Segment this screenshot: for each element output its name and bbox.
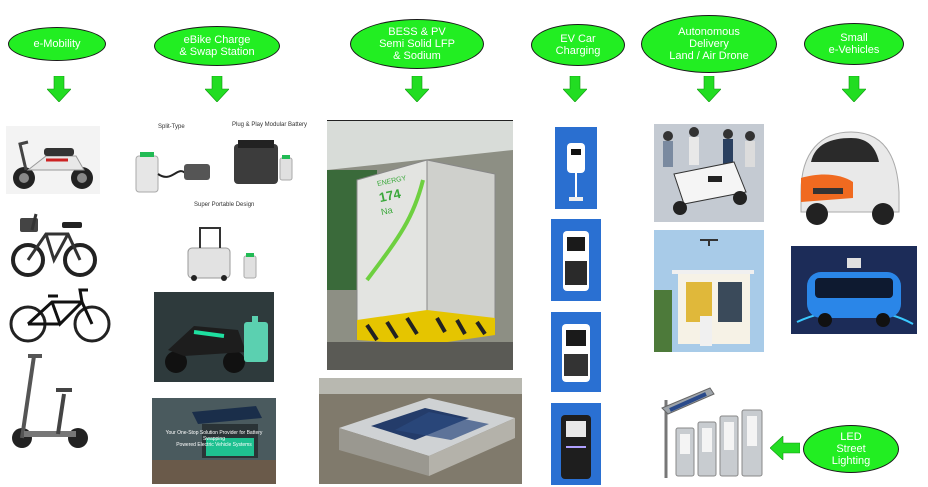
bicycle-image <box>8 284 112 344</box>
ev-charger-image-4 <box>551 403 601 485</box>
led-street-lights-image <box>650 380 766 480</box>
kick-scooter-image <box>10 350 90 452</box>
ebike-image <box>10 204 98 280</box>
arrow-down-icon <box>47 76 71 102</box>
green-scooter-charger-image <box>154 292 274 382</box>
drone-delivery-kiosk-image <box>654 230 764 352</box>
category-label: EV Car Charging <box>555 33 601 57</box>
category-label: e-Mobility <box>33 38 81 50</box>
solar-roof-building-image <box>319 378 522 484</box>
arrow-down-icon <box>697 76 721 102</box>
battery-products-panel: Split-Type Plug & Play Modular Battery S… <box>128 116 310 292</box>
category-label: Small e-Vehicles <box>828 32 880 56</box>
ev-charger-image-3 <box>551 312 601 392</box>
arrow-down-icon <box>405 76 429 102</box>
category-label: Autonomous Delivery Land / Air Drone <box>669 26 749 62</box>
category-label: LED Street Lighting <box>831 431 871 467</box>
category-emobility: e-Mobility <box>8 27 106 61</box>
category-label: BESS & PV Semi Solid LFP & Sodium <box>379 26 455 62</box>
swap-caption: Your One-Stop Solution Provider for Batt… <box>165 430 263 448</box>
category-small-evehicles: Small e-Vehicles <box>804 23 904 65</box>
ev-charger-image-1 <box>555 127 597 209</box>
bess-cabinet-image: ENERGY 174 Na <box>327 120 513 370</box>
micro-car-image <box>791 122 909 234</box>
delivery-robot-image <box>654 124 764 222</box>
category-bess-pv: BESS & PV Semi Solid LFP & Sodium <box>350 19 484 69</box>
battery-swap-station-image: Your One-Stop Solution Provider for Batt… <box>152 398 276 484</box>
category-ev-car-charging: EV Car Charging <box>531 24 625 66</box>
arrow-down-icon <box>205 76 229 102</box>
plug-play-label: Plug & Play Modular Battery <box>232 122 308 128</box>
escooter-moped-image <box>6 126 100 194</box>
category-autonomous-delivery: Autonomous Delivery Land / Air Drone <box>641 15 777 73</box>
ev-charger-image-2 <box>551 219 601 301</box>
split-type-label: Split-Type <box>158 124 185 130</box>
arrow-down-icon <box>563 76 587 102</box>
category-label: eBike Charge & Swap Station <box>179 34 255 58</box>
arrow-left-icon <box>770 436 800 460</box>
super-portable-label: Super Portable Design <box>194 202 255 208</box>
category-ebike-charge-swap: eBike Charge & Swap Station <box>154 26 280 66</box>
category-led-street-lighting: LED Street Lighting <box>803 425 899 473</box>
arrow-down-icon <box>842 76 866 102</box>
autonomous-shuttle-image <box>791 246 917 334</box>
